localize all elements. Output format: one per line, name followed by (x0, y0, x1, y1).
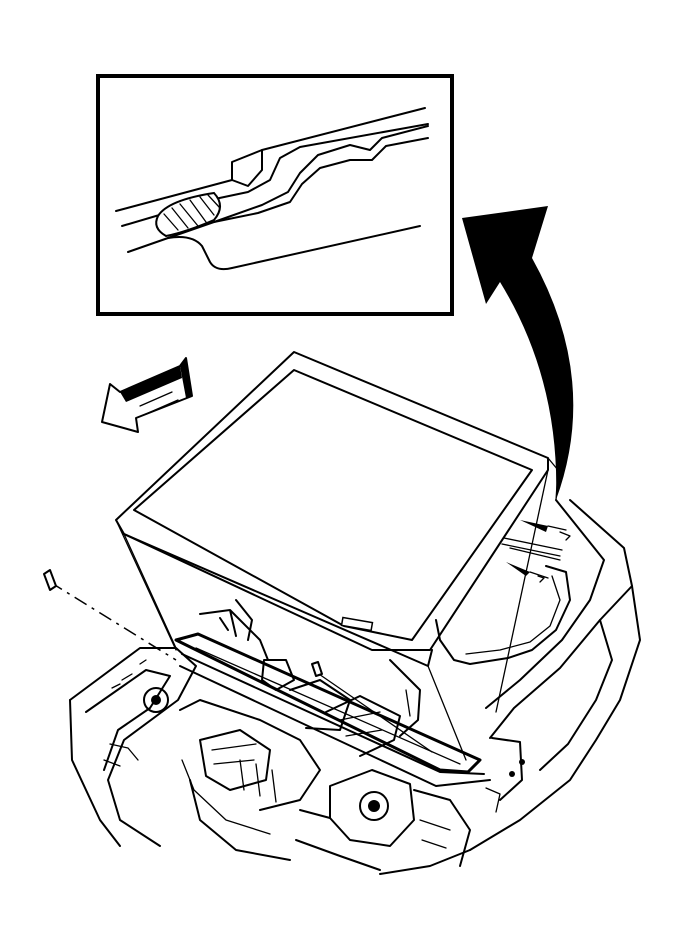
retainer-clip (43, 569, 57, 591)
molding-clip (231, 149, 263, 187)
molding-upper-edge (115, 107, 426, 212)
detail-inset (96, 74, 454, 316)
left-strut-tower (69, 647, 197, 847)
windshield-ceramic-border (133, 369, 533, 641)
windshield-label (340, 616, 374, 632)
pinchweld-inner (213, 137, 429, 223)
pointer-arrow-icon (501, 520, 571, 583)
pinchweld-flange (127, 125, 429, 253)
front-direction-arrow-icon (101, 357, 193, 433)
windshield-outer-edge (115, 351, 549, 651)
cowl-panel (174, 632, 482, 774)
body-panel-line (167, 225, 421, 271)
stud-clip (311, 661, 323, 677)
windshield-glass (115, 351, 559, 667)
door-opening (435, 565, 571, 665)
urethane-bead (155, 191, 221, 238)
detail-inset-frame (96, 74, 454, 316)
vehicle-body (69, 499, 641, 875)
windshield-lower-edge (123, 533, 433, 667)
detail-callout-arrow-icon (462, 206, 574, 500)
right-strut-tower (329, 769, 415, 847)
